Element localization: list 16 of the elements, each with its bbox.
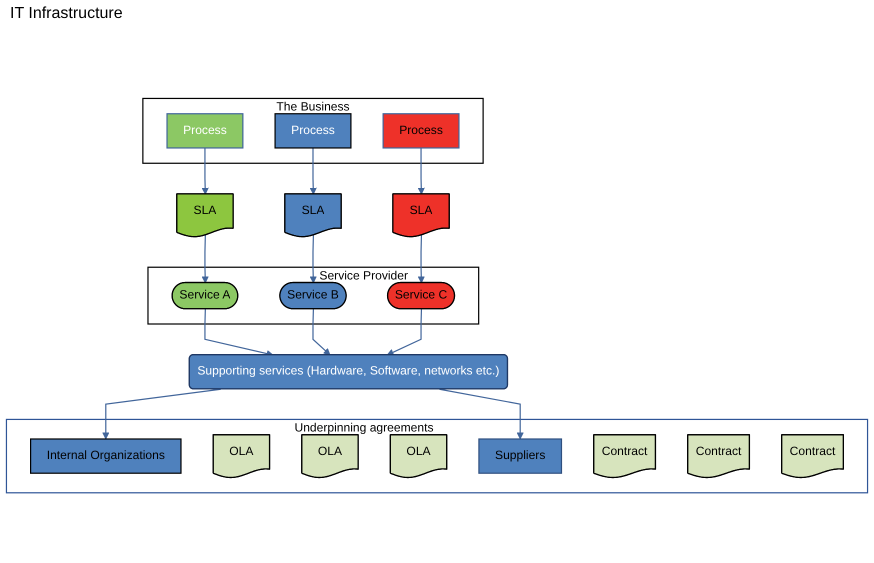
arrow [310,148,317,194]
arrow [202,235,209,284]
arrow [310,235,317,284]
node-box: Suppliers [478,438,562,474]
arrow [202,148,209,194]
side-label: IT Infrastructure [10,5,123,23]
arrow [386,308,422,356]
node-box: Internal Organizations [30,438,182,474]
node-box: Process [166,113,244,148]
node-box: Process [382,113,460,148]
arrow [418,148,425,194]
arrow [102,388,221,440]
arrow [439,388,524,440]
node-box: Process [274,113,352,148]
arrow [418,235,425,284]
arrow [312,308,330,356]
